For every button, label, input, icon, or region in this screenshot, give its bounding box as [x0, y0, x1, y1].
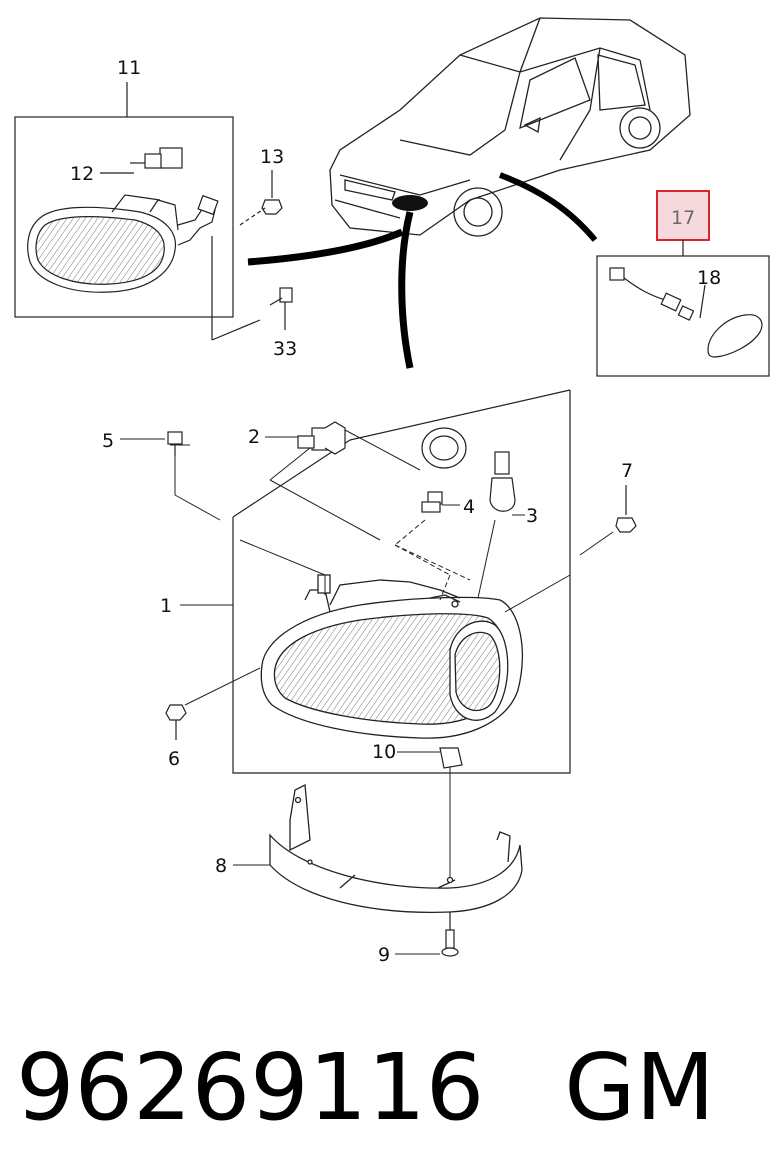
bracket-8 — [269, 783, 523, 913]
callout-5: 5 — [102, 430, 114, 452]
clip-10 — [439, 747, 463, 769]
callout-1: 1 — [160, 595, 172, 617]
brand-name: GM — [564, 1034, 715, 1141]
callout-9: 9 — [378, 944, 390, 966]
callout-7: 7 — [621, 460, 633, 482]
car-illustration — [329, 17, 691, 237]
bolt-5 — [167, 431, 183, 456]
part-number: 96269116 — [16, 1034, 485, 1141]
nut-7 — [615, 485, 637, 533]
callout-12: 12 — [70, 163, 94, 185]
fog-lamp-fasteners — [239, 170, 293, 330]
callout-17-highlight — [656, 190, 710, 241]
callout-33: 33 — [273, 338, 297, 360]
callout-2: 2 — [248, 426, 260, 448]
part-number-footer: 96269116 GM — [16, 1018, 776, 1158]
headlamp-assembly — [260, 574, 523, 739]
headlamp-parts — [297, 421, 516, 513]
callout-3: 3 — [526, 505, 538, 527]
callout-17: 17 — [671, 207, 695, 229]
side-repeater-box — [596, 255, 770, 377]
side-repeater-lamp — [609, 267, 763, 358]
fog-lamp-box — [14, 116, 234, 318]
headlamp-box-frame — [232, 389, 571, 774]
callout-11: 11 — [117, 57, 141, 79]
callout-18: 18 — [697, 267, 721, 289]
callout-8: 8 — [215, 855, 227, 877]
callout-10: 10 — [372, 741, 396, 763]
callout-4: 4 — [463, 496, 475, 518]
callout-13: 13 — [260, 146, 284, 168]
headlamp-leader-lines — [170, 429, 614, 880]
fog-lamp — [27, 147, 261, 341]
car-pointer-strokes — [247, 172, 598, 369]
nut-6 — [165, 704, 187, 740]
callout-6: 6 — [168, 748, 180, 770]
screw-9 — [441, 912, 459, 957]
